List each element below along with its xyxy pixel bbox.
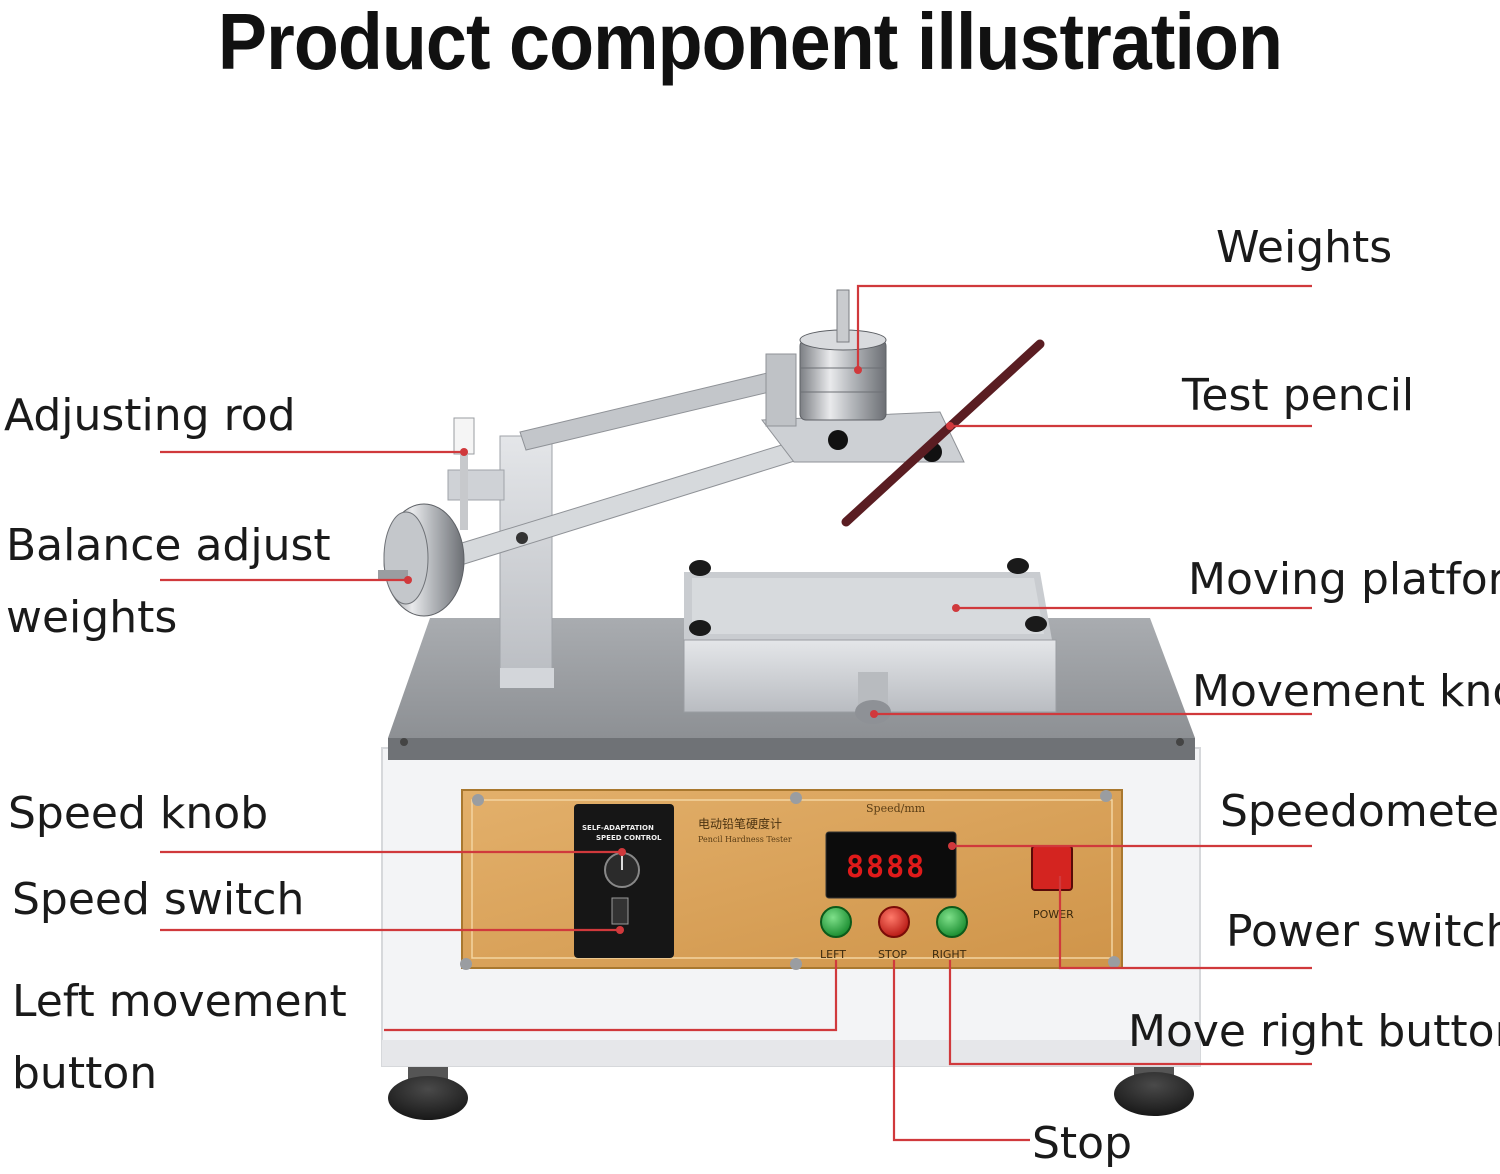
label-balance-adjust-2: weights xyxy=(6,592,177,643)
power-switch-label: POWER xyxy=(1033,908,1074,921)
label-speed-knob: Speed knob xyxy=(8,788,268,839)
leader-weights xyxy=(856,284,1312,370)
controller-line1: SELF-ADAPTATION xyxy=(582,824,654,832)
speedometer-display: 8888 xyxy=(825,831,957,899)
machine: Speed/mm 电动铅笔硬度计 Pencil Hardness Tester … xyxy=(378,289,1201,1120)
label-left-movement-2: button xyxy=(12,1048,157,1099)
panel-speed-header: Speed/mm xyxy=(866,802,926,815)
power-switch[interactable] xyxy=(1031,845,1073,891)
label-balance-adjust-1: Balance adjust xyxy=(6,520,331,571)
label-speedometer: Speedometer xyxy=(1220,786,1500,837)
label-move-right: Move right button xyxy=(1128,1006,1500,1057)
label-stop: Stop xyxy=(1032,1118,1132,1169)
callout-labels: Weights Test pencil Adjusting rod Balanc… xyxy=(4,222,1500,1169)
panel-chinese-title: 电动铅笔硬度计 xyxy=(698,816,782,831)
label-speed-switch: Speed switch xyxy=(12,874,304,925)
label-test-pencil: Test pencil xyxy=(1181,370,1414,421)
left-button[interactable] xyxy=(820,906,852,938)
stacked-weights xyxy=(799,289,887,421)
foot-left xyxy=(388,1062,468,1120)
panel-english-subtitle: Pencil Hardness Tester xyxy=(698,835,792,844)
right-button[interactable] xyxy=(936,906,968,938)
left-button-label: LEFT xyxy=(820,948,846,961)
speed-switch[interactable] xyxy=(611,897,629,925)
stop-button-label: STOP xyxy=(878,948,907,961)
control-panel: Speed/mm 电动铅笔硬度计 Pencil Hardness Tester … xyxy=(460,789,1123,970)
foot-right xyxy=(1114,1062,1194,1116)
speedometer-value: 8888 xyxy=(846,850,926,885)
label-left-movement-1: Left movement xyxy=(12,976,347,1027)
label-movement-knob: Movement knob xyxy=(1192,666,1500,717)
label-power-switch: Power switch xyxy=(1226,906,1500,957)
stop-button[interactable] xyxy=(878,906,910,938)
label-weights: Weights xyxy=(1216,222,1392,273)
adjusting-rod xyxy=(453,417,475,530)
balance-weight xyxy=(378,503,465,617)
page-title: Product component illustration xyxy=(217,0,1283,86)
leader-move-right xyxy=(948,960,1312,1066)
speed-controller: SELF-ADAPTATION SPEED CONTROL xyxy=(574,804,674,958)
label-adjusting-rod: Adjusting rod xyxy=(4,390,296,441)
controller-line2: SPEED CONTROL xyxy=(596,834,662,842)
leader-stop xyxy=(892,960,1030,1142)
label-moving-platform: Moving platform xyxy=(1188,554,1500,605)
test-pencil xyxy=(841,339,1045,527)
leader-power-switch xyxy=(1058,876,1312,970)
leader-lines xyxy=(160,284,1312,1142)
pencil-holder xyxy=(761,353,965,463)
right-button-label: RIGHT xyxy=(932,948,967,961)
leader-left-button xyxy=(384,960,838,1032)
